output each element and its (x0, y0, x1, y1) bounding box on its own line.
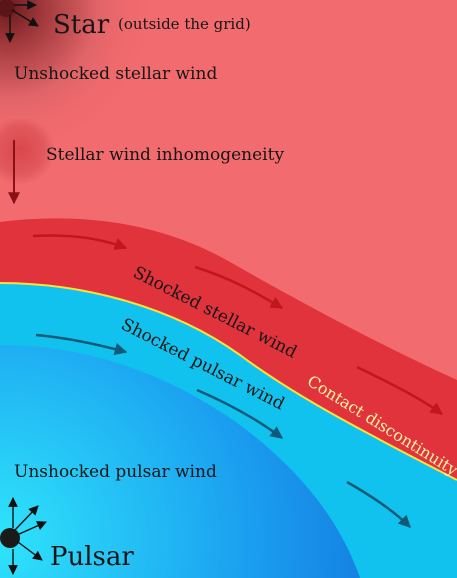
pulsar-ray-arrow (14, 505, 39, 531)
stellar-flow-arrow (194, 265, 284, 310)
unshocked-pulsar-wind-label: Unshocked pulsar wind (14, 462, 217, 482)
pulsar-label: Pulsar (50, 542, 134, 572)
star-label: Star (53, 10, 110, 40)
pulsar-ray-arrow (16, 521, 47, 536)
star-note-label: (outside the grid) (118, 15, 251, 33)
pulsar-flow-arrow (346, 480, 411, 528)
pulsar-flow-arrow (196, 388, 284, 440)
pulsar-ray-arrow (17, 541, 43, 561)
unshocked-stellar-wind-label: Unshocked stellar wind (14, 64, 217, 84)
stellar-flow-arrow (32, 234, 128, 250)
pulsar-flow-arrow (35, 333, 128, 356)
pulsar-body (0, 528, 20, 548)
star-ray-arrow (11, 9, 39, 27)
contact-discontinuity-line (0, 282, 457, 481)
stellar-wind-inhomogeneity-label: Stellar wind inhomogeneity (46, 145, 284, 165)
stellar-flow-arrow (356, 365, 444, 416)
star-body (0, 0, 15, 17)
unshocked-pulsar-wind-region (0, 345, 360, 578)
